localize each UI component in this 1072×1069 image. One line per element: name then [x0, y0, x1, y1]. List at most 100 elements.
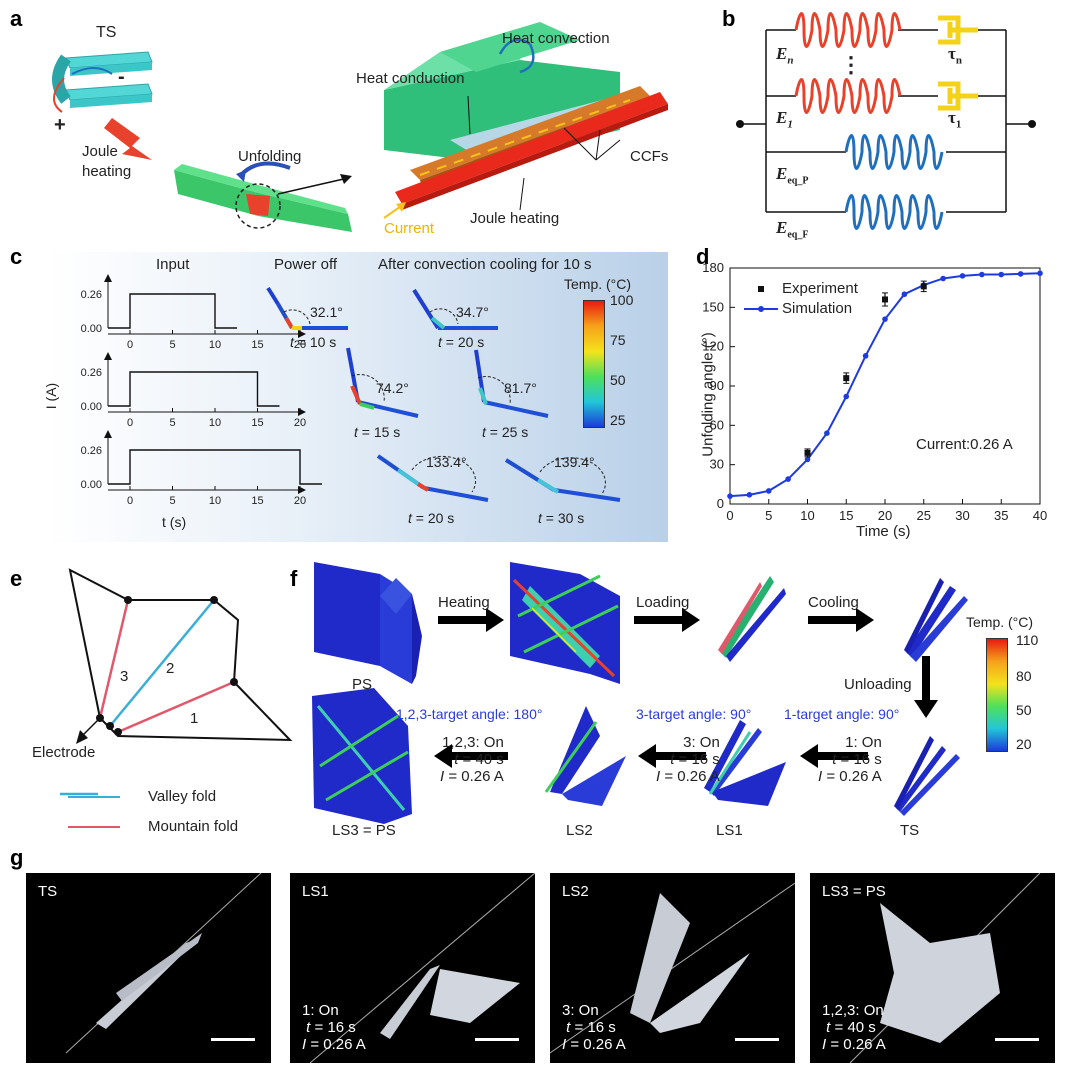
ts-f-label: TS — [900, 822, 920, 839]
panel-c: Input Power off After convection cooling… — [43, 252, 668, 542]
ls3-shape — [312, 688, 412, 824]
power-off-angle-2: 74.2° — [376, 380, 409, 396]
simulation-point — [843, 393, 850, 400]
x-tick-label: 15 — [839, 508, 853, 523]
input-ytick-hi: 0.26 — [81, 445, 102, 457]
legend-experiment-label: Experiment — [782, 280, 858, 297]
loading-label: Loading — [636, 594, 690, 611]
valley-fold-label: Valley fold — [148, 788, 217, 805]
simulation-point — [998, 271, 1005, 278]
chart-d-xlabel: Time (s) — [856, 523, 911, 540]
simulation-point — [1017, 271, 1024, 277]
colorbar-f-tick-50: 50 — [1016, 702, 1032, 718]
eqp-label: Eeq_P — [776, 164, 809, 187]
spring-eqp-icon — [844, 134, 944, 170]
en-label: En — [776, 44, 794, 67]
input-xtick-label: 20 — [294, 495, 306, 507]
input-xtick-label: 5 — [169, 417, 175, 429]
unloading-label: Unloading — [844, 676, 912, 693]
power-off-time-2: t = 15 s — [354, 424, 401, 440]
panel-label-e: e — [10, 566, 23, 591]
after-angle-3: 139.4° — [554, 454, 595, 470]
input-xtick-label: 0 — [127, 417, 133, 429]
fold-number-3: 3 — [120, 668, 129, 685]
simulation-point — [862, 353, 869, 359]
power-off-col-title: Power off — [274, 256, 338, 273]
ls1-shape — [704, 720, 786, 806]
panel-label-f: f — [290, 566, 298, 591]
input-ytick-lo: 0.00 — [81, 479, 102, 491]
experiment-point — [804, 449, 811, 456]
plus-label: + — [54, 114, 66, 136]
input-xtick-label: 15 — [251, 339, 263, 351]
axis-arrow-icon — [104, 274, 112, 282]
after-shape-2 — [474, 349, 549, 418]
simulation-line — [729, 272, 1041, 498]
valley-fold-swatch — [68, 796, 120, 798]
arrow-cooling-icon — [856, 608, 874, 632]
heat-transfer-illustration — [383, 22, 668, 219]
panel-label-a: a — [10, 6, 23, 31]
current-pulse-line — [108, 371, 280, 407]
legend-simulation-label: Simulation — [782, 300, 853, 317]
colorbar-f-tick-110: 110 — [1016, 632, 1039, 648]
input-xtick-label: 15 — [251, 417, 263, 429]
input-xtick-label: 10 — [209, 417, 221, 429]
scale-bar — [735, 1038, 779, 1041]
power-off-angle-3: 133.4° — [426, 454, 467, 470]
panel-label-d: d — [696, 244, 710, 269]
cooling-label: Cooling — [808, 594, 859, 611]
crease-pattern-diagram — [60, 568, 293, 796]
tau-1-label: τ1 — [948, 108, 962, 131]
spring-en-icon — [794, 12, 902, 48]
spring-eqf-icon — [844, 194, 944, 230]
scale-bar — [211, 1038, 255, 1041]
ps-label: PS — [352, 676, 373, 693]
x-tick-label: 20 — [878, 508, 892, 523]
cooled-shape — [904, 578, 968, 662]
panel-label-c: c — [10, 244, 23, 269]
colorbar-c-tick-75: 75 — [610, 332, 626, 348]
programming-sequence — [312, 562, 968, 824]
ls3-label: LS3 = PS — [332, 822, 396, 839]
simulation-point — [940, 275, 946, 282]
input-xlabel: t (s) — [162, 514, 187, 530]
colorbar-c-tick-25: 25 — [610, 412, 626, 428]
target-angle-1-label: 1-target angle: 90° — [784, 706, 900, 722]
ts-label: TS — [96, 24, 117, 41]
experiment-point — [920, 283, 927, 290]
unfolding-label: Unfolding — [238, 148, 302, 165]
y-tick-label: 60 — [710, 417, 724, 432]
simulation-point — [804, 456, 811, 463]
input-ylabel: I (A) — [43, 382, 60, 410]
dashpot-n-icon — [938, 15, 978, 45]
photo-ts: TS — [26, 873, 271, 1063]
power-off-time-3: t = 20 s — [408, 510, 455, 526]
heat-conduction-label: Heat conduction — [356, 70, 465, 87]
joule-arrow-icon — [104, 118, 152, 160]
target-angle-3-label: 1,2,3-target angle: 180° — [396, 706, 543, 722]
mountain-fold-label: Mountain fold — [148, 818, 239, 835]
scale-bar — [475, 1038, 519, 1041]
x-tick-label: 5 — [765, 508, 772, 523]
x-tick-label: 40 — [1033, 508, 1047, 523]
scale-bar — [995, 1038, 1039, 1041]
input-xtick-label: 20 — [294, 339, 306, 351]
ellipsis-dots: ⋮ — [840, 52, 862, 77]
axis-arrow-icon — [104, 352, 112, 360]
arrow-step1-icon — [800, 744, 818, 768]
y-tick-label: 120 — [702, 339, 724, 354]
power-off-angle-1: 32.1° — [310, 304, 343, 320]
fold-number-1: 1 — [190, 710, 199, 727]
arrow-loading-icon — [682, 608, 700, 632]
colorbar-f — [986, 638, 1008, 752]
